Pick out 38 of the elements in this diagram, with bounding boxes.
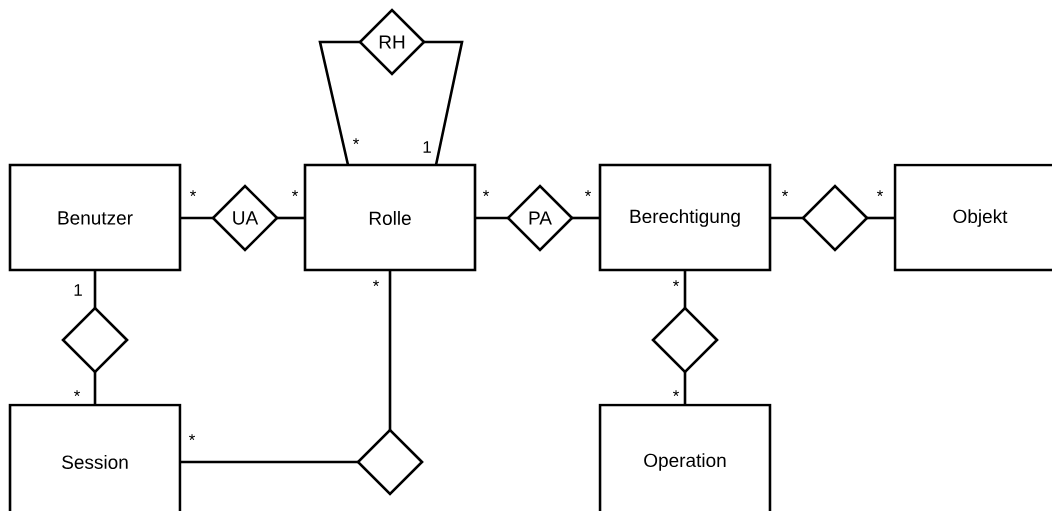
relationship-diamond xyxy=(356,428,424,496)
cardinality-label: * xyxy=(672,390,680,397)
connector-line xyxy=(867,216,895,220)
entity-box: Operation xyxy=(598,403,772,511)
cardinality-label: 1 xyxy=(74,284,82,296)
connector-line xyxy=(93,271,97,308)
cardinality-label: * xyxy=(781,190,789,197)
entity-box: Berechtigung xyxy=(598,163,772,272)
cardinality-label: * xyxy=(482,190,490,197)
cardinality-label: * xyxy=(188,434,196,441)
connector-line xyxy=(93,372,97,405)
cardinality-label: * xyxy=(352,138,360,145)
connector-line xyxy=(318,40,360,166)
connector-line xyxy=(683,271,687,308)
connector-line xyxy=(572,216,600,220)
connector-line xyxy=(180,460,358,464)
cardinality-label: * xyxy=(291,190,299,197)
connector-line xyxy=(180,216,213,220)
connector-line xyxy=(424,40,464,166)
cardinality-label: * xyxy=(372,280,380,287)
cardinality-label: * xyxy=(876,190,884,197)
relationship-diamond xyxy=(651,306,719,374)
connector-line xyxy=(277,216,305,220)
relationship-diamond xyxy=(61,306,129,374)
entity-box: Session xyxy=(8,403,182,511)
entity-box: Rolle xyxy=(303,163,477,272)
relationship-diamond xyxy=(801,184,869,252)
cardinality-label: * xyxy=(584,190,592,197)
cardinality-label: * xyxy=(73,390,81,397)
cardinality-label: * xyxy=(189,190,197,197)
entity-box: Objekt xyxy=(893,163,1052,272)
entity-box: Benutzer xyxy=(8,163,182,272)
connector-line xyxy=(475,216,508,220)
cardinality-label: * xyxy=(672,280,680,287)
connector-line xyxy=(683,372,687,405)
cardinality-label: 1 xyxy=(423,141,431,153)
connector-line xyxy=(770,216,803,220)
connector-line xyxy=(388,271,392,430)
